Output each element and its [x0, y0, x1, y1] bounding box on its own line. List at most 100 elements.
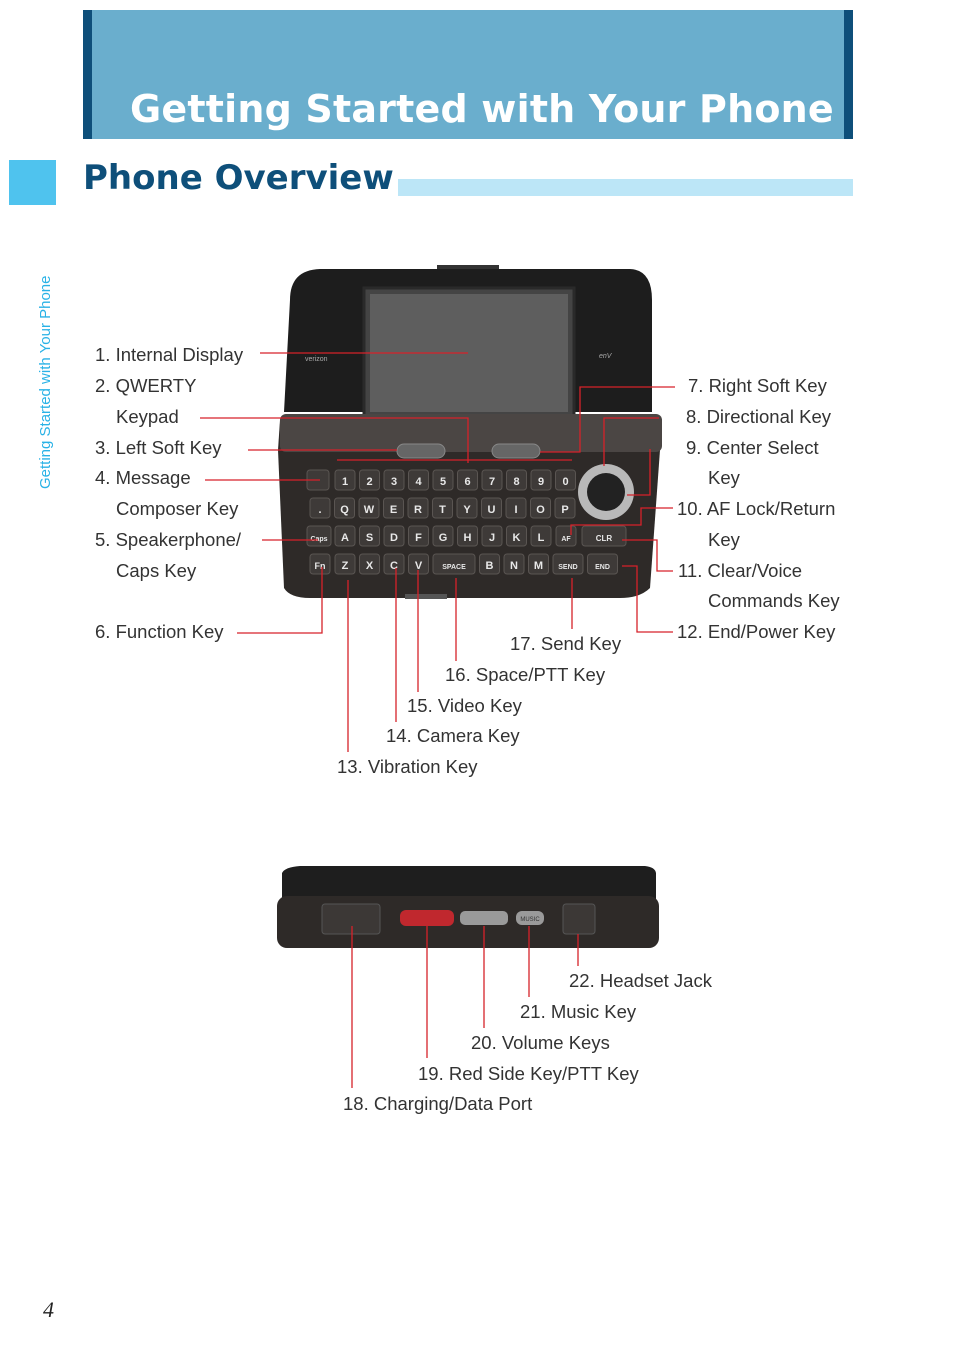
fn-key-label: Fn	[315, 561, 326, 571]
label-center-select: 9. Center Select	[686, 437, 819, 458]
side-tab	[9, 160, 56, 205]
row3-S-key	[359, 525, 380, 547]
num-7-key-label: 7	[489, 476, 495, 488]
num-5-key	[432, 469, 454, 491]
label-volume-keys: 20. Volume Keys	[471, 1032, 610, 1053]
label-qwerty: 2. QWERTY	[95, 375, 197, 396]
num-2-key-label: 2	[366, 476, 372, 488]
row4-m-key-label: M	[534, 560, 543, 572]
row4-b-key	[479, 553, 500, 575]
label-left-soft-key: 3. Left Soft Key	[95, 437, 222, 458]
callout-11	[622, 539, 673, 572]
music-key	[516, 911, 544, 925]
row4-z-key-label: Z	[342, 560, 349, 572]
callout-12	[622, 565, 673, 633]
af-key-label: AF	[561, 536, 571, 543]
qwerty-5-key-label: T	[439, 504, 446, 516]
callout-6	[237, 567, 323, 634]
num-3-key-label: 3	[391, 476, 397, 488]
label-internal-display: 1. Internal Display	[95, 344, 244, 365]
qwerty-4-key	[407, 497, 429, 519]
row3-G-key-label: G	[439, 532, 448, 544]
row4-b-key-label: B	[486, 560, 494, 572]
label-vibration-key: 13. Vibration Key	[337, 756, 478, 777]
section-title: Phone Overview	[83, 158, 398, 198]
qwerty-8-key-label: I	[514, 504, 517, 516]
clr-key	[581, 525, 627, 547]
qwerty-2-key-label: W	[364, 504, 375, 516]
qwerty-5-key	[432, 497, 453, 519]
callout-2	[200, 417, 469, 463]
page-number: 4	[43, 1297, 54, 1322]
qwerty-3-key-label: E	[390, 504, 397, 516]
row3-K-key-label: K	[513, 532, 521, 544]
row3-J-key	[481, 525, 503, 547]
num-4-key	[408, 469, 429, 491]
row3-A-key-label: A	[341, 532, 349, 544]
qwerty-10-key	[554, 497, 576, 519]
num-2-key	[359, 469, 380, 491]
label-keypad: Keypad	[116, 406, 179, 427]
row3-G-key	[432, 525, 454, 547]
clr-key-label: CLR	[596, 534, 613, 543]
row4-space-key-label: SPACE	[442, 564, 466, 571]
callout-lines	[200, 352, 675, 1088]
center-select-key	[587, 473, 625, 511]
row4-x-key-label: X	[366, 560, 374, 572]
row3-H-key-label: H	[464, 532, 472, 544]
row3-K-key	[506, 525, 527, 547]
row4-send-key	[552, 553, 584, 575]
label-video-key: 15. Video Key	[407, 695, 522, 716]
row4-x-key	[359, 553, 380, 575]
qwerty-6-key	[456, 497, 478, 519]
row3-A-key	[334, 525, 356, 547]
fn-key	[309, 553, 331, 575]
qwerty-7-key	[481, 497, 502, 519]
qwerty-9-key	[530, 497, 551, 519]
bottom-edge-key	[405, 594, 447, 599]
row3-D-key	[383, 525, 405, 547]
num-0-key	[555, 469, 576, 491]
qwerty-3-key	[383, 497, 404, 519]
row3-D-key-label: D	[390, 532, 398, 544]
chapter-banner: Getting Started with Your Phone	[83, 10, 853, 139]
label-red-side-key: 19. Red Side Key/PTT Key	[418, 1063, 639, 1084]
label-commands-key: Commands Key	[708, 590, 840, 611]
num-8-key-label: 8	[513, 476, 519, 488]
qwerty-8-key	[505, 497, 527, 519]
caps-key	[306, 525, 332, 547]
red-side-key	[400, 910, 454, 926]
num-5-key-label: 5	[440, 476, 446, 488]
qwerty-0-key	[309, 497, 331, 519]
label-center-select-key: Key	[708, 467, 740, 488]
label-space-ptt-key: 16. Space/PTT Key	[445, 664, 606, 685]
label-camera-key: 14. Camera Key	[386, 725, 520, 746]
label-end-power-key: 12. End/Power Key	[677, 621, 836, 642]
row4-n-key-label: N	[510, 560, 518, 572]
callout-9	[627, 449, 651, 496]
row3-S-key-label: S	[366, 532, 373, 544]
label-send-key: 17. Send Key	[510, 633, 622, 654]
chapter-title: Getting Started with Your Phone	[130, 87, 834, 131]
headset-jack	[562, 903, 596, 935]
right-soft-key	[491, 443, 541, 459]
label-message: 4. Message	[95, 467, 191, 488]
qwerty-6-key-label: Y	[463, 504, 471, 516]
num-1-key-label: 1	[342, 476, 348, 488]
label-af-lock: 10. AF Lock/Return	[677, 498, 836, 519]
label-caps-key: Caps Key	[116, 560, 197, 581]
row4-end-key	[587, 553, 618, 575]
row3-J-key-label: J	[489, 532, 495, 544]
label-function-key: 6. Function Key	[95, 621, 224, 642]
qwerty-1-key-label: Q	[340, 504, 349, 516]
row4-c-key-label: C	[390, 560, 398, 572]
charging-port	[321, 903, 381, 935]
callout-10	[570, 507, 673, 535]
num-6-key-label: 6	[464, 476, 470, 488]
row4-end-key-label: END	[595, 564, 610, 571]
row4-space-key	[432, 553, 476, 575]
callout-8	[603, 417, 659, 466]
label-af-lock-key: Key	[708, 529, 740, 550]
